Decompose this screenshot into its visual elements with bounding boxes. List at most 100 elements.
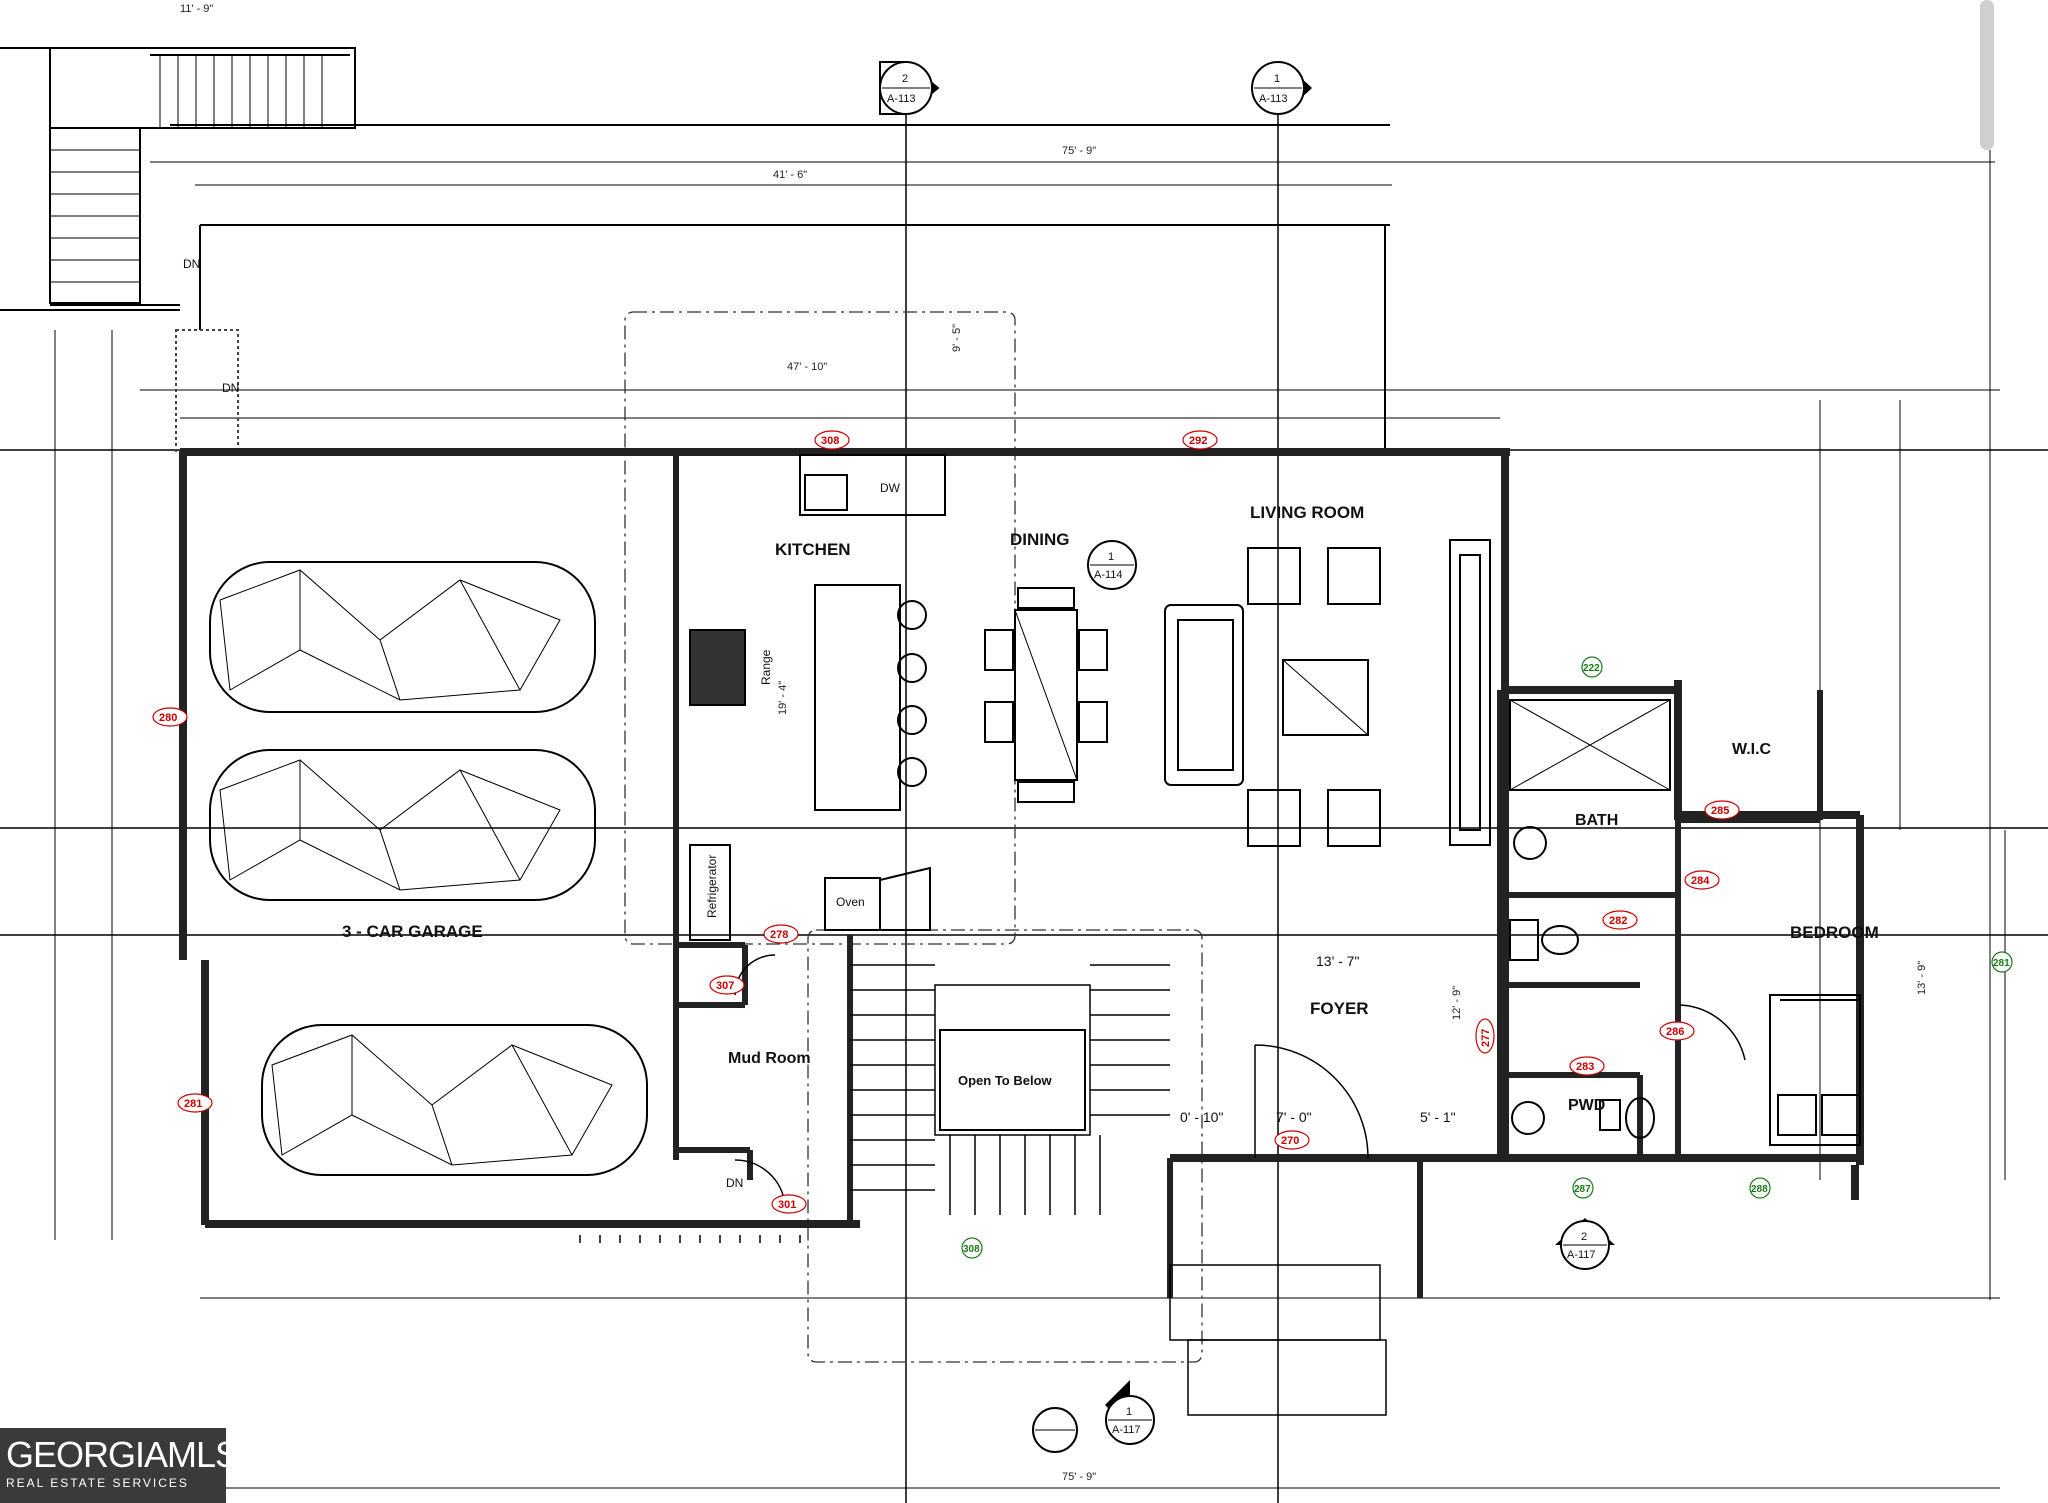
gtag-308: 308	[963, 1244, 980, 1255]
doors	[734, 954, 1746, 1416]
label-oven: Oven	[836, 895, 865, 909]
central-stair-treads	[579, 964, 1170, 1243]
section-marker-5	[1032, 1380, 1155, 1453]
interior-walls	[673, 452, 1823, 1298]
dim-9-5: 9' - 5"	[951, 324, 963, 352]
tag-285: 285	[1711, 805, 1729, 817]
label-dn-3: DN	[726, 1176, 743, 1190]
green-tags	[961, 656, 2013, 1259]
section-2-num: 1	[1274, 73, 1280, 85]
dimension-lines	[54, 150, 2006, 1489]
section-marker-2	[1251, 61, 1312, 115]
dining-table	[1014, 609, 1078, 781]
section-5-num: 1	[1126, 1406, 1132, 1418]
dining-fixtures	[984, 587, 1108, 803]
label-dn-1: DN	[183, 257, 200, 271]
dim-19-4: 19' - 4"	[777, 681, 789, 715]
tag-277: 277	[1480, 1029, 1492, 1047]
scrollbar-thumb[interactable]	[1980, 0, 1994, 150]
section-marker-4	[1555, 1218, 1615, 1270]
grid-lines	[0, 110, 2048, 1503]
section-3-num: 1	[1108, 551, 1114, 563]
tag-282: 282	[1609, 915, 1627, 927]
label-range: Range	[759, 649, 773, 685]
label-refrigerator: Refrigerator	[705, 855, 719, 918]
section-1-num: 2	[902, 73, 908, 85]
room-label-dining: DINING	[1010, 530, 1070, 549]
exterior-walls	[179, 448, 1864, 1228]
oven-box	[824, 877, 881, 931]
room-label-foyer: FOYER	[1310, 999, 1369, 1018]
georgia-mls-logo: GEORGIAMLS REAL ESTATE SERVICES	[0, 1428, 239, 1503]
car-1	[209, 561, 596, 713]
kitchen-island	[814, 584, 901, 811]
kitchen-fixtures	[689, 454, 946, 941]
section-1-sheet: A-113	[887, 93, 916, 105]
tag-281: 281	[184, 1098, 202, 1110]
sofa	[1164, 604, 1244, 786]
room-label-bedroom: BEDROOM	[1790, 923, 1879, 942]
gtag-287: 287	[1574, 1184, 1591, 1195]
tag-270: 270	[1281, 1135, 1299, 1147]
section-5-sheet: A-117	[1112, 1424, 1141, 1436]
rear-deck-stair	[0, 47, 1390, 455]
room-label-open-below: Open To Below	[958, 1073, 1053, 1088]
room-label-pwd: PWD	[1568, 1097, 1605, 1114]
car-2	[209, 749, 596, 901]
dim-13-7: 13' - 7"	[1316, 953, 1359, 969]
room-label-living: LIVING ROOM	[1250, 503, 1364, 522]
tag-308: 308	[821, 435, 839, 447]
tag-280: 280	[159, 712, 177, 724]
tag-284: 284	[1691, 875, 1710, 887]
dim-overall-top: 75' - 9"	[1062, 145, 1096, 157]
fireplace	[1449, 539, 1491, 846]
logo-subtitle: REAL ESTATE SERVICES	[6, 1476, 189, 1490]
bath-fixtures	[1509, 699, 1861, 1146]
gtag-281: 281	[1993, 958, 2010, 969]
section-2-sheet: A-113	[1259, 93, 1288, 105]
red-tags	[152, 430, 1740, 1214]
tag-307: 307	[716, 980, 734, 992]
label-dn-2: DN	[222, 381, 239, 395]
gtag-288: 288	[1751, 1184, 1768, 1195]
section-4-sheet: A-117	[1567, 1249, 1596, 1261]
tag-301: 301	[778, 1199, 796, 1211]
room-label-wic: W.I.C	[1732, 741, 1772, 758]
tag-292: 292	[1189, 435, 1207, 447]
living-fixtures	[1164, 539, 1491, 847]
central-stair	[934, 984, 1091, 1136]
room-label-garage: 3 - CAR GARAGE	[342, 922, 483, 941]
dim-7-0: 7' - 0"	[1276, 1109, 1312, 1125]
room-label-kitchen: KITCHEN	[775, 540, 851, 559]
refrigerator-box	[689, 844, 731, 941]
dim-overall-bottom: 75' - 9"	[1062, 1471, 1096, 1483]
rear-stair-treads	[50, 55, 323, 283]
bed	[1769, 994, 1861, 1146]
gtag-222: 222	[1583, 663, 1600, 674]
shower	[1509, 699, 1671, 791]
label-dw: DW	[880, 481, 901, 495]
dim-5-1: 5' - 1"	[1420, 1109, 1456, 1125]
dim-0-10: 0' - 10"	[1180, 1109, 1223, 1125]
range	[689, 629, 746, 706]
dashed-boundaries	[624, 311, 1203, 1363]
dim-12-9: 12' - 9"	[1451, 986, 1463, 1020]
logo-brand: GEORGIAMLS	[6, 1434, 239, 1475]
tag-286: 286	[1666, 1026, 1684, 1038]
open-to-below-box	[939, 1029, 1086, 1131]
dim-41-6: 41' - 6"	[773, 169, 807, 181]
coffee-table	[1282, 659, 1369, 736]
garage-cars	[209, 561, 648, 1176]
section-4-num: 2	[1581, 1231, 1587, 1243]
room-label-bath: BATH	[1575, 812, 1618, 829]
dim-47-10: 47' - 10"	[787, 361, 827, 373]
dim-top-stair: 11' - 9"	[180, 3, 213, 15]
tag-283: 283	[1576, 1061, 1594, 1073]
section-marker-1	[879, 61, 940, 115]
section-marker-3	[1087, 540, 1137, 590]
section-3-sheet: A-114	[1094, 569, 1123, 581]
dim-13-9: 13' - 9"	[1916, 961, 1928, 995]
tag-278: 278	[770, 929, 788, 941]
car-3	[261, 1024, 648, 1176]
